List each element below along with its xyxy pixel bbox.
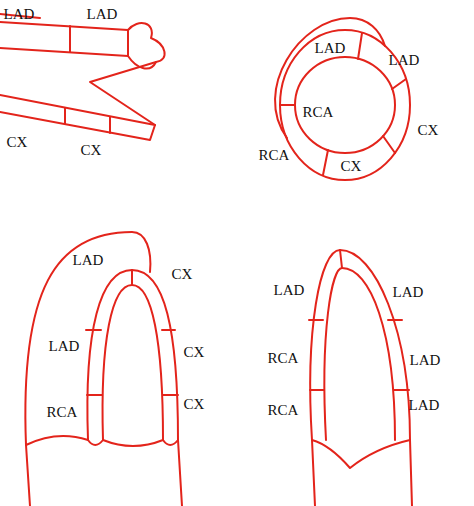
aortic-root xyxy=(128,23,165,69)
segment-divider xyxy=(309,250,409,390)
territory-label: CX xyxy=(7,135,28,150)
rv-wall xyxy=(25,232,150,445)
territory-label: CX xyxy=(341,159,362,174)
lv-outer xyxy=(87,270,178,440)
posterior-wall xyxy=(0,95,155,140)
segment-divider xyxy=(70,26,128,56)
territory-label: RCA xyxy=(268,403,299,418)
lv-inner xyxy=(103,285,163,440)
four-chamber-view xyxy=(25,232,182,506)
territory-label: RCA xyxy=(47,405,78,420)
atrial-wall xyxy=(312,440,412,506)
lv-outer xyxy=(310,250,410,440)
territory-label: CX xyxy=(418,123,439,138)
territory-label: LAD xyxy=(4,7,35,22)
segment-divider xyxy=(280,33,406,175)
territory-label: LAD xyxy=(73,253,104,268)
rv-wall xyxy=(275,18,385,138)
atrial-wall xyxy=(26,440,182,506)
lv-inner xyxy=(295,57,395,153)
territory-label: LAD xyxy=(315,41,346,56)
territory-label: LAD xyxy=(49,339,80,354)
territory-label: LAD xyxy=(87,7,118,22)
valve-plane xyxy=(312,440,410,468)
territory-label: RCA xyxy=(303,105,334,120)
valve-plane xyxy=(26,436,178,446)
territory-label: CX xyxy=(184,397,205,412)
territory-label: LAD xyxy=(410,353,441,368)
territory-label: CX xyxy=(184,345,205,360)
segment-divider xyxy=(65,108,110,133)
mitral-notch xyxy=(90,62,156,125)
lv-inner xyxy=(324,268,395,440)
territory-label: CX xyxy=(172,267,193,282)
territory-label: LAD xyxy=(393,285,424,300)
territory-label: LAD xyxy=(274,283,305,298)
territory-label: LAD xyxy=(409,398,440,413)
territory-label: RCA xyxy=(268,351,299,366)
anterior-wall xyxy=(0,22,128,56)
long-axis-view xyxy=(0,14,165,140)
short-axis-view xyxy=(275,18,410,180)
segment-divider xyxy=(86,270,178,395)
territory-label: CX xyxy=(81,143,102,158)
territory-label: LAD xyxy=(389,53,420,68)
territory-label: RCA xyxy=(259,148,290,163)
